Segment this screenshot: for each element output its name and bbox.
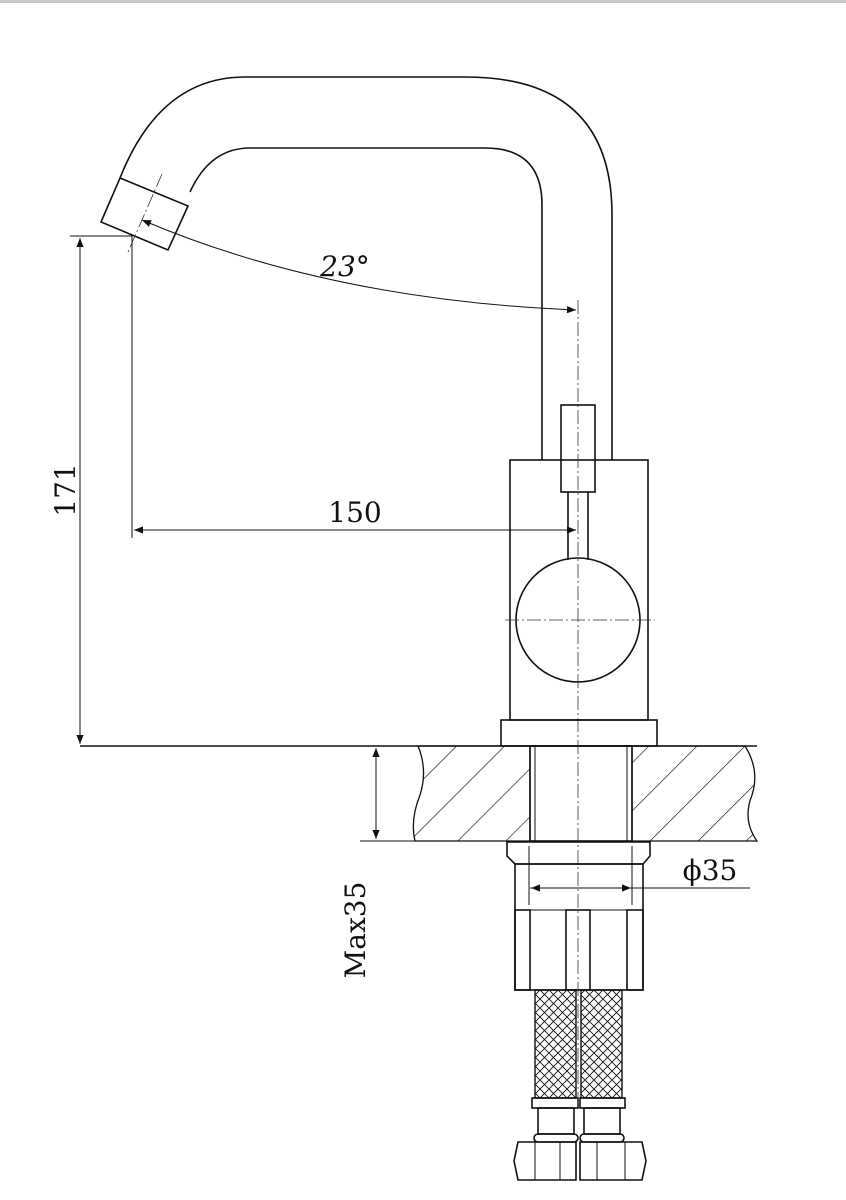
faucet-body (500, 404, 658, 747)
reach-label: 150 (328, 496, 381, 529)
max-thickness-dimension: Max35 (339, 748, 380, 979)
mounting-nut (506, 841, 651, 991)
angle-dimension: 23° (141, 219, 577, 314)
countertop-section (80, 745, 759, 842)
spout (99, 76, 613, 460)
reach-dimension: 150 (131, 236, 576, 538)
height-dimension: 171 (49, 235, 132, 744)
height-label: 171 (49, 463, 82, 516)
hole-diameter-dimension: ϕ35 (528, 846, 750, 905)
base-plate (500, 719, 658, 747)
aerator-nozzle (99, 176, 190, 252)
top-border (0, 0, 846, 3)
angle-label: 23° (319, 250, 370, 283)
hole-diameter-label: ϕ35 (683, 854, 738, 887)
max-thickness-label: Max35 (339, 882, 372, 979)
shank (529, 745, 633, 842)
supply-hoses (513, 989, 647, 1181)
